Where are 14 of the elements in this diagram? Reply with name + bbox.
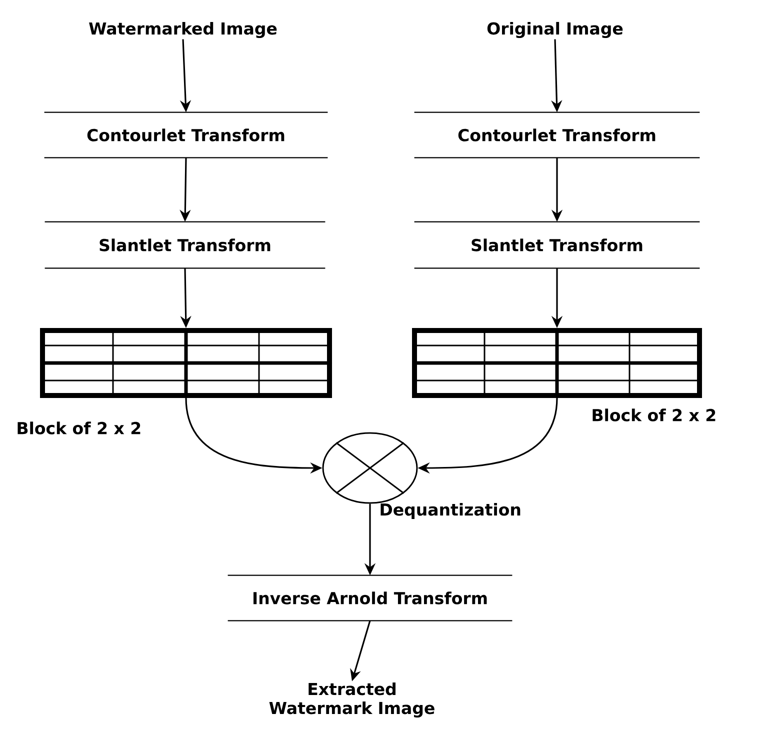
block-grid-drawing — [40, 328, 332, 398]
multiplier-symbol — [322, 432, 418, 504]
block-label: Dequantization — [380, 503, 520, 519]
process-box: Inverse Arnold Transform — [228, 574, 512, 622]
block-grid-drawing — [412, 328, 702, 398]
process-box: Slantlet Transform — [414, 221, 700, 269]
process-box: Contourlet Transform — [414, 112, 700, 158]
node-label: Extracted Watermark Image — [269, 682, 434, 718]
process-box: Slantlet Transform — [44, 221, 326, 269]
block-label: Block of 2 x 2 — [592, 408, 716, 422]
node-label: Original Image — [487, 22, 623, 38]
block-label: Block of 2 x 2 — [18, 422, 140, 434]
process-box: Contourlet Transform — [44, 112, 328, 158]
node-label: Watermarked Image — [89, 22, 277, 38]
